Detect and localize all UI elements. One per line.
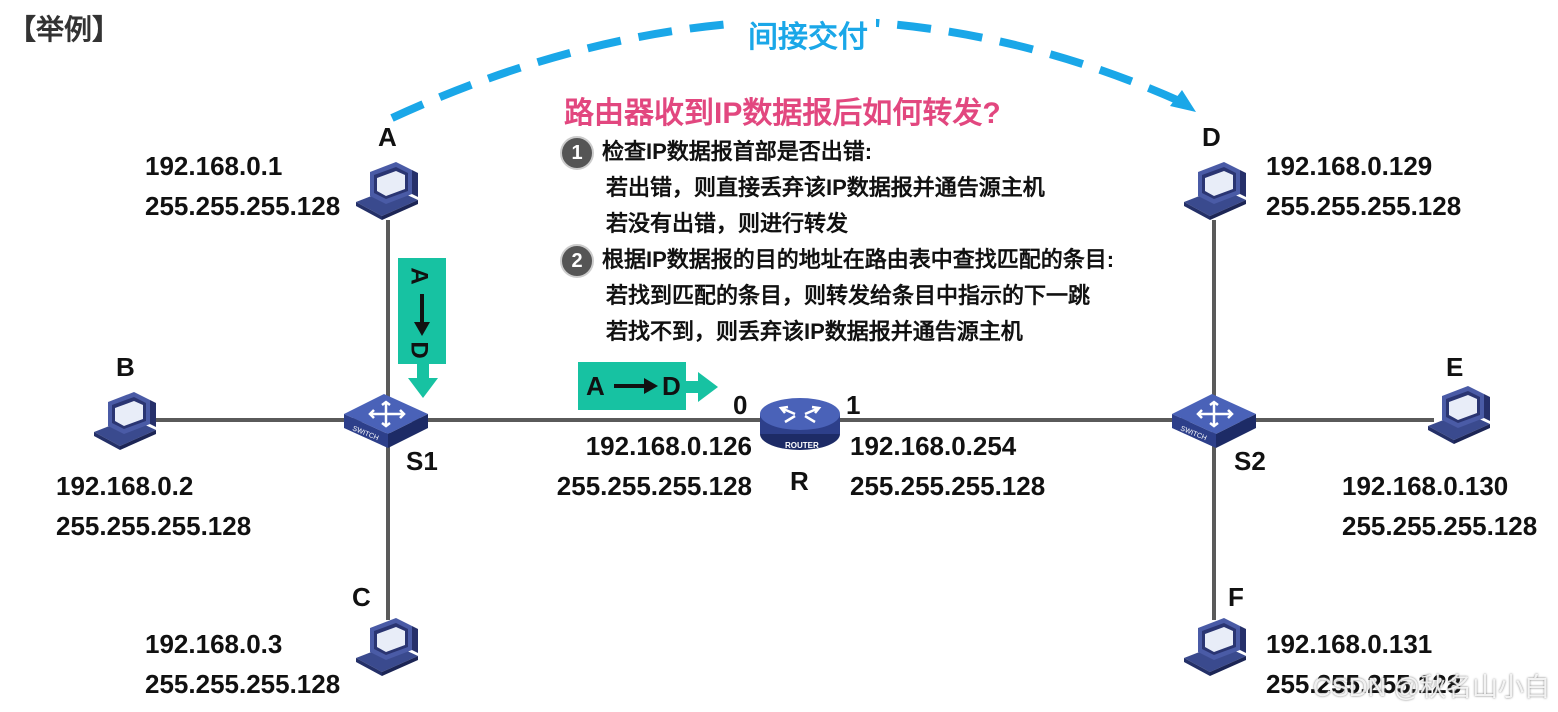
step-2-number: 2 [560, 244, 594, 279]
switch-s1-label: S1 [406, 446, 438, 476]
host-c-label: C [352, 582, 371, 612]
router-port-0-mask: 255.255.255.128 [556, 471, 752, 501]
host-f-ip: 192.168.0.131 [1266, 629, 1433, 659]
step-list: 1 检查IP数据报首部是否出错: 若出错，则直接丢弃该IP数据报并通告源主机 若没… [560, 134, 1114, 350]
packet-horizontal-arrow-icon [614, 378, 658, 394]
host-b-mask: 255.255.255.128 [56, 511, 252, 541]
switch-s2-label: S2 [1234, 446, 1266, 476]
router-port-1-mask: 255.255.255.128 [850, 471, 1046, 501]
router-port-0-ip: 192.168.0.126 [585, 431, 752, 461]
host-e-ip: 192.168.0.130 [1342, 471, 1509, 501]
router-r-label: R [790, 466, 809, 496]
link-b-s1 [150, 418, 386, 422]
router-port-1-ip: 192.168.0.254 [850, 431, 1017, 461]
host-f-address: 192.168.0.131 255.255.255.128 [1266, 624, 1461, 704]
question-title: 路由器收到IP数据报后如何转发? [564, 97, 1001, 130]
step-1-number: 1 [560, 136, 594, 171]
host-d-label: D [1202, 122, 1221, 152]
step-1-line-2: 若没有出错，则进行转发 [606, 211, 849, 236]
host-e-label: E [1446, 352, 1464, 382]
host-a-computer-icon[interactable] [352, 160, 422, 222]
packet-badge-horizontal: A D [578, 362, 686, 410]
packet-vertical-dst: D [405, 341, 433, 359]
step-1-line-1: 若出错，则直接丢弃该IP数据报并通告源主机 [606, 175, 1045, 200]
link-s2-e [1214, 418, 1434, 422]
link-a-s1 [386, 220, 390, 420]
host-f-mask: 255.255.255.128 [1266, 669, 1462, 699]
link-d-s2 [1212, 220, 1216, 420]
host-f-label: F [1228, 582, 1244, 612]
link-s1-r [390, 418, 760, 422]
host-a-ip: 192.168.0.1 [145, 151, 283, 181]
packet-horizontal-src: A [586, 371, 605, 401]
link-s2-f [1212, 420, 1216, 620]
host-a-address: 192.168.0.1 255.255.255.128 [145, 146, 340, 226]
host-d-address: 192.168.0.129 255.255.255.128 [1266, 146, 1461, 226]
host-b-computer-icon[interactable] [90, 390, 160, 452]
router-port-1-label: 1 [846, 390, 861, 420]
step-2-line-2: 若找不到，则丢弃该IP数据报并通告源主机 [606, 319, 1023, 344]
packet-horizontal-dst: D [662, 371, 681, 401]
host-a-label: A [378, 122, 397, 152]
step-2-title-row: 2 根据IP数据报的目的地址在路由表中查找匹配的条目: [560, 242, 1115, 279]
host-e-computer-icon[interactable] [1424, 384, 1494, 446]
host-d-mask: 255.255.255.128 [1266, 191, 1462, 221]
router-port-1-address: 192.168.0.254 255.255.255.128 [850, 426, 1045, 506]
host-b-address: 192.168.0.2 255.255.255.128 [56, 466, 251, 546]
router-port-0-label: 0 [733, 390, 748, 420]
step-1-title-row: 1 检查IP数据报首部是否出错: [560, 134, 1114, 171]
host-c-mask: 255.255.255.128 [145, 669, 341, 699]
link-s1-c [386, 420, 390, 620]
arc-arrowhead [1170, 90, 1196, 112]
host-d-ip: 192.168.0.129 [1266, 151, 1433, 181]
packet-down-arrow-icon [408, 362, 438, 398]
host-e-mask: 255.255.255.128 [1342, 511, 1538, 541]
host-b-ip: 192.168.0.2 [56, 471, 194, 501]
host-b-label: B [116, 352, 135, 382]
switch-s2-icon[interactable] [1168, 388, 1260, 450]
host-e-address: 192.168.0.130 255.255.255.128 [1342, 466, 1537, 546]
router-r-icon[interactable]: ROUTER [757, 390, 843, 456]
packet-right-arrow-icon [684, 372, 718, 402]
step-2-title: 根据IP数据报的目的地址在路由表中查找匹配的条目: [602, 247, 1115, 272]
packet-vertical-arrow-icon [414, 294, 430, 336]
watermark: CSDN @秋名山小白 [1312, 672, 1550, 702]
link-r-s2 [840, 418, 1214, 422]
router-badge: ROUTER [785, 441, 819, 450]
router-port-0-address: 192.168.0.126 255.255.255.128 [556, 426, 752, 506]
host-c-ip: 192.168.0.3 [145, 629, 283, 659]
host-d-computer-icon[interactable] [1180, 160, 1250, 222]
arc-label: 间接交付 [740, 12, 876, 56]
step-2-line-1: 若找到匹配的条目，则转发给条目中指示的下一跳 [606, 283, 1091, 308]
host-c-address: 192.168.0.3 255.255.255.128 [145, 624, 340, 704]
example-tag: 【举例】 [8, 14, 121, 45]
packet-badge-vertical: A D [398, 258, 446, 364]
host-f-computer-icon[interactable] [1180, 616, 1250, 678]
step-1-title: 检查IP数据报首部是否出错: [602, 139, 873, 164]
host-a-mask: 255.255.255.128 [145, 191, 341, 221]
host-c-computer-icon[interactable] [352, 616, 422, 678]
